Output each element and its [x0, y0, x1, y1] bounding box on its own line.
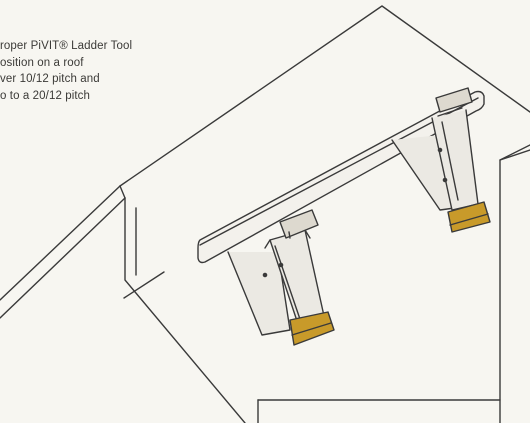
tool-plank [197, 90, 485, 264]
tool-bracket-rear [391, 87, 491, 233]
tool-bracket-front [227, 209, 335, 346]
caption-line-3: ver 10/12 pitch and [0, 73, 100, 85]
illustration-caption: roper PiVIT® Ladder Tool osition on a ro… [0, 38, 260, 104]
caption-line-1: roper PiVIT® Ladder Tool [0, 40, 133, 52]
roof-outline [0, 5, 530, 423]
caption-line-4: o to a 20/12 pitch [0, 89, 91, 102]
caption-line-2: osition on a roof [0, 56, 84, 69]
roof-rafter-lines [123, 149, 530, 299]
